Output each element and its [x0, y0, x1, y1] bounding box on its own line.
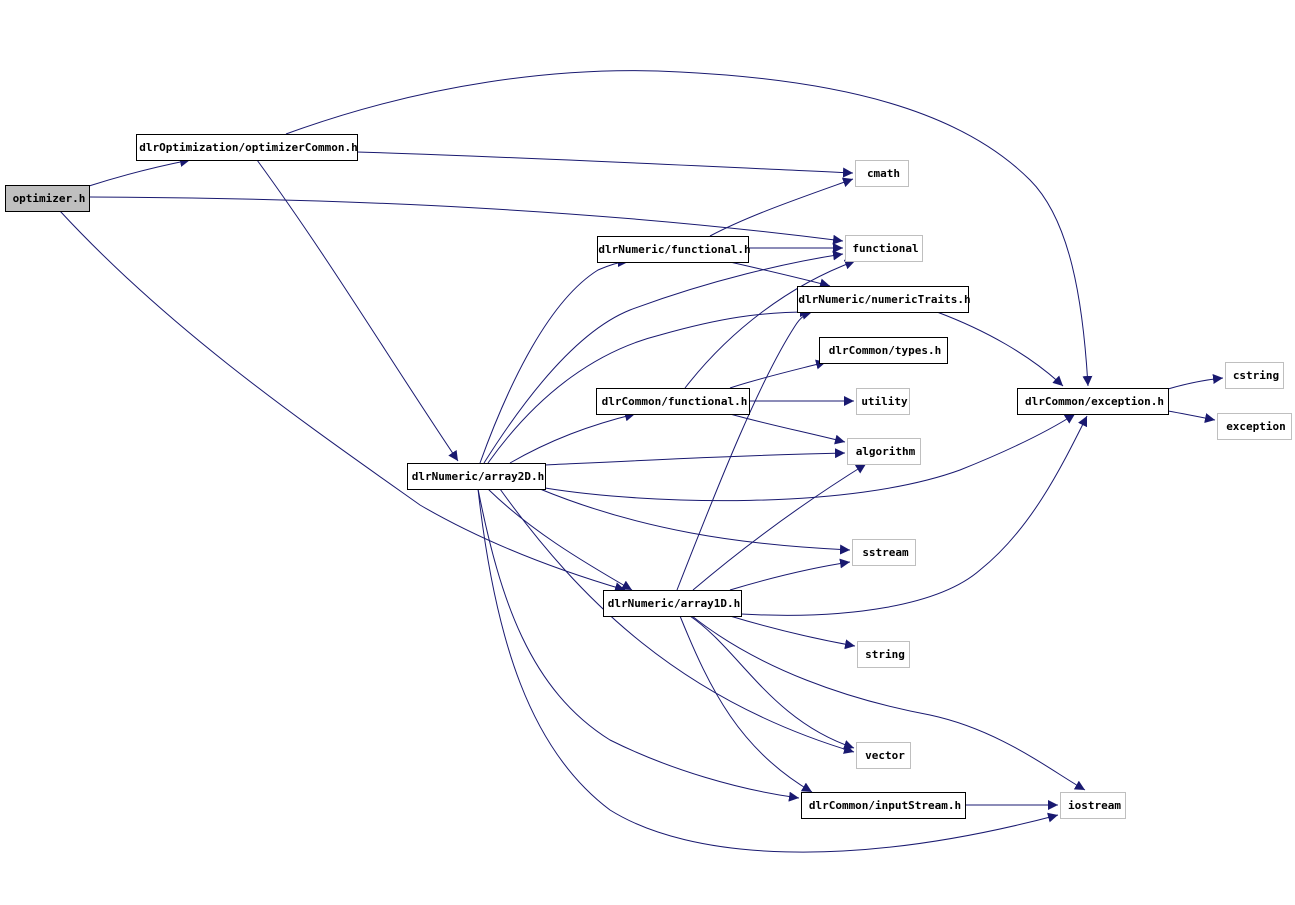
node-box	[597, 236, 749, 263]
node-box	[1225, 362, 1284, 389]
node-label: utility	[861, 395, 908, 408]
node-array1D[interactable]: dlrNumeric/array1D.h	[603, 590, 742, 617]
node-numericTraits[interactable]: dlrNumeric/numericTraits.h	[797, 286, 971, 313]
node-label: string	[865, 648, 905, 661]
node-label: algorithm	[856, 445, 916, 458]
node-box	[5, 185, 90, 212]
node-iostream: iostream	[1060, 792, 1126, 819]
node-label: optimizer.h	[13, 192, 86, 205]
edge-optCommon-to-cmath	[356, 151, 854, 178]
edge-optimizer_h-to-functional	[88, 196, 844, 245]
edge-array2D-to-exception_h	[544, 413, 1076, 502]
node-label: vector	[865, 749, 905, 762]
node-label: dlrCommon/exception.h	[1025, 395, 1164, 408]
node-array2D[interactable]: dlrNumeric/array2D.h	[407, 463, 546, 490]
node-comFunctional[interactable]: dlrCommon/functional.h	[596, 388, 750, 415]
edge-array1D-to-inputStream	[679, 615, 813, 793]
edge-array2D-to-functional	[483, 250, 844, 464]
node-label: dlrNumeric/array1D.h	[608, 597, 740, 610]
node-functional: functional	[845, 235, 923, 262]
node-box	[801, 792, 966, 819]
node-cmath: cmath	[855, 160, 909, 187]
node-vector: vector	[856, 742, 911, 769]
node-label: dlrNumeric/array2D.h	[412, 470, 544, 483]
node-algorithm: algorithm	[847, 438, 921, 465]
edge-optimizer_h-to-optCommon	[88, 157, 191, 187]
edge-array1D-to-exception_h	[740, 415, 1088, 616]
edge-array2D-to-vector	[499, 488, 855, 754]
node-box	[603, 590, 742, 617]
node-string: string	[857, 641, 910, 668]
edge-exception_h-to-cstring	[1167, 374, 1224, 390]
node-box	[136, 134, 358, 161]
edge-array1D-to-string	[729, 615, 856, 650]
edge-optCommon-to-array2D	[256, 159, 459, 462]
edge-array2D-to-sstream	[539, 488, 851, 555]
node-box	[855, 160, 909, 187]
node-label: dlrNumeric/functional.h	[598, 243, 750, 256]
node-label: sstream	[862, 546, 909, 559]
node-box	[1017, 388, 1169, 415]
node-exception: exception	[1217, 413, 1292, 440]
node-box	[852, 539, 916, 566]
edge-array2D-to-inputStream	[477, 488, 800, 802]
edge-array1D-to-sstream	[729, 558, 851, 591]
node-box	[1060, 792, 1126, 819]
edge-numFunctional-to-numericTraits	[729, 261, 831, 289]
node-box	[596, 388, 750, 415]
edge-array1D-to-iostream	[691, 615, 1086, 791]
node-label: dlrCommon/inputStream.h	[809, 799, 961, 812]
edges-layer	[59, 70, 1224, 853]
edge-optCommon-to-exception_h	[285, 70, 1093, 387]
node-label: dlrCommon/types.h	[829, 344, 942, 357]
node-label: dlrNumeric/numericTraits.h	[798, 293, 970, 306]
edge-array2D-to-numericTraits	[487, 307, 811, 464]
node-box	[857, 641, 910, 668]
node-label: cmath	[867, 167, 900, 180]
node-label: functional	[852, 242, 918, 255]
node-label: dlrCommon/functional.h	[602, 395, 748, 408]
node-optCommon[interactable]: dlrOptimization/optimizerCommon.h	[136, 134, 358, 161]
edge-exception_h-to-exception	[1167, 410, 1216, 423]
edge-array1D-to-algorithm	[692, 463, 867, 591]
node-box	[797, 286, 969, 313]
node-label: iostream	[1068, 799, 1121, 812]
edge-numFunctional-to-cmath	[709, 177, 854, 237]
node-utility: utility	[856, 388, 910, 415]
node-label: cstring	[1233, 369, 1279, 382]
edge-array2D-to-comFunctional	[509, 411, 636, 464]
node-box	[845, 235, 923, 262]
node-label: dlrOptimization/optimizerCommon.h	[139, 141, 358, 154]
node-box	[847, 438, 921, 465]
node-box	[407, 463, 546, 490]
edge-array2D-to-algorithm	[544, 448, 846, 466]
edge-comFunctional-to-algorithm	[729, 413, 846, 445]
edge-optimizer_h-to-array1D	[59, 210, 626, 592]
node-box	[1217, 413, 1292, 440]
node-sstream: sstream	[852, 539, 916, 566]
node-cstring: cstring	[1225, 362, 1284, 389]
node-box	[856, 388, 910, 415]
node-exception_h[interactable]: dlrCommon/exception.h	[1017, 388, 1169, 415]
node-label: exception	[1226, 420, 1286, 433]
node-types[interactable]: dlrCommon/types.h	[819, 337, 948, 364]
edge-array1D-to-vector	[689, 615, 855, 750]
edge-numericTraits-to-exception_h	[936, 311, 1064, 387]
edge-array2D-to-numFunctional	[479, 257, 629, 464]
node-box	[856, 742, 911, 769]
edge-array2D-to-iostream	[477, 488, 1059, 853]
node-box	[819, 337, 948, 364]
edge-array2D-to-array1D	[487, 488, 633, 591]
edge-array1D-to-numericTraits	[676, 309, 813, 591]
node-numFunctional[interactable]: dlrNumeric/functional.h	[597, 236, 751, 263]
edge-comFunctional-to-types	[729, 359, 827, 389]
nodes-layer: optimizer.h dlrOptimization/optimizerComm…	[5, 134, 1292, 819]
node-optimizer_h[interactable]: optimizer.h	[5, 185, 90, 212]
edge-comFunctional-to-functional	[684, 259, 856, 389]
node-inputStream[interactable]: dlrCommon/inputStream.h	[801, 792, 966, 819]
